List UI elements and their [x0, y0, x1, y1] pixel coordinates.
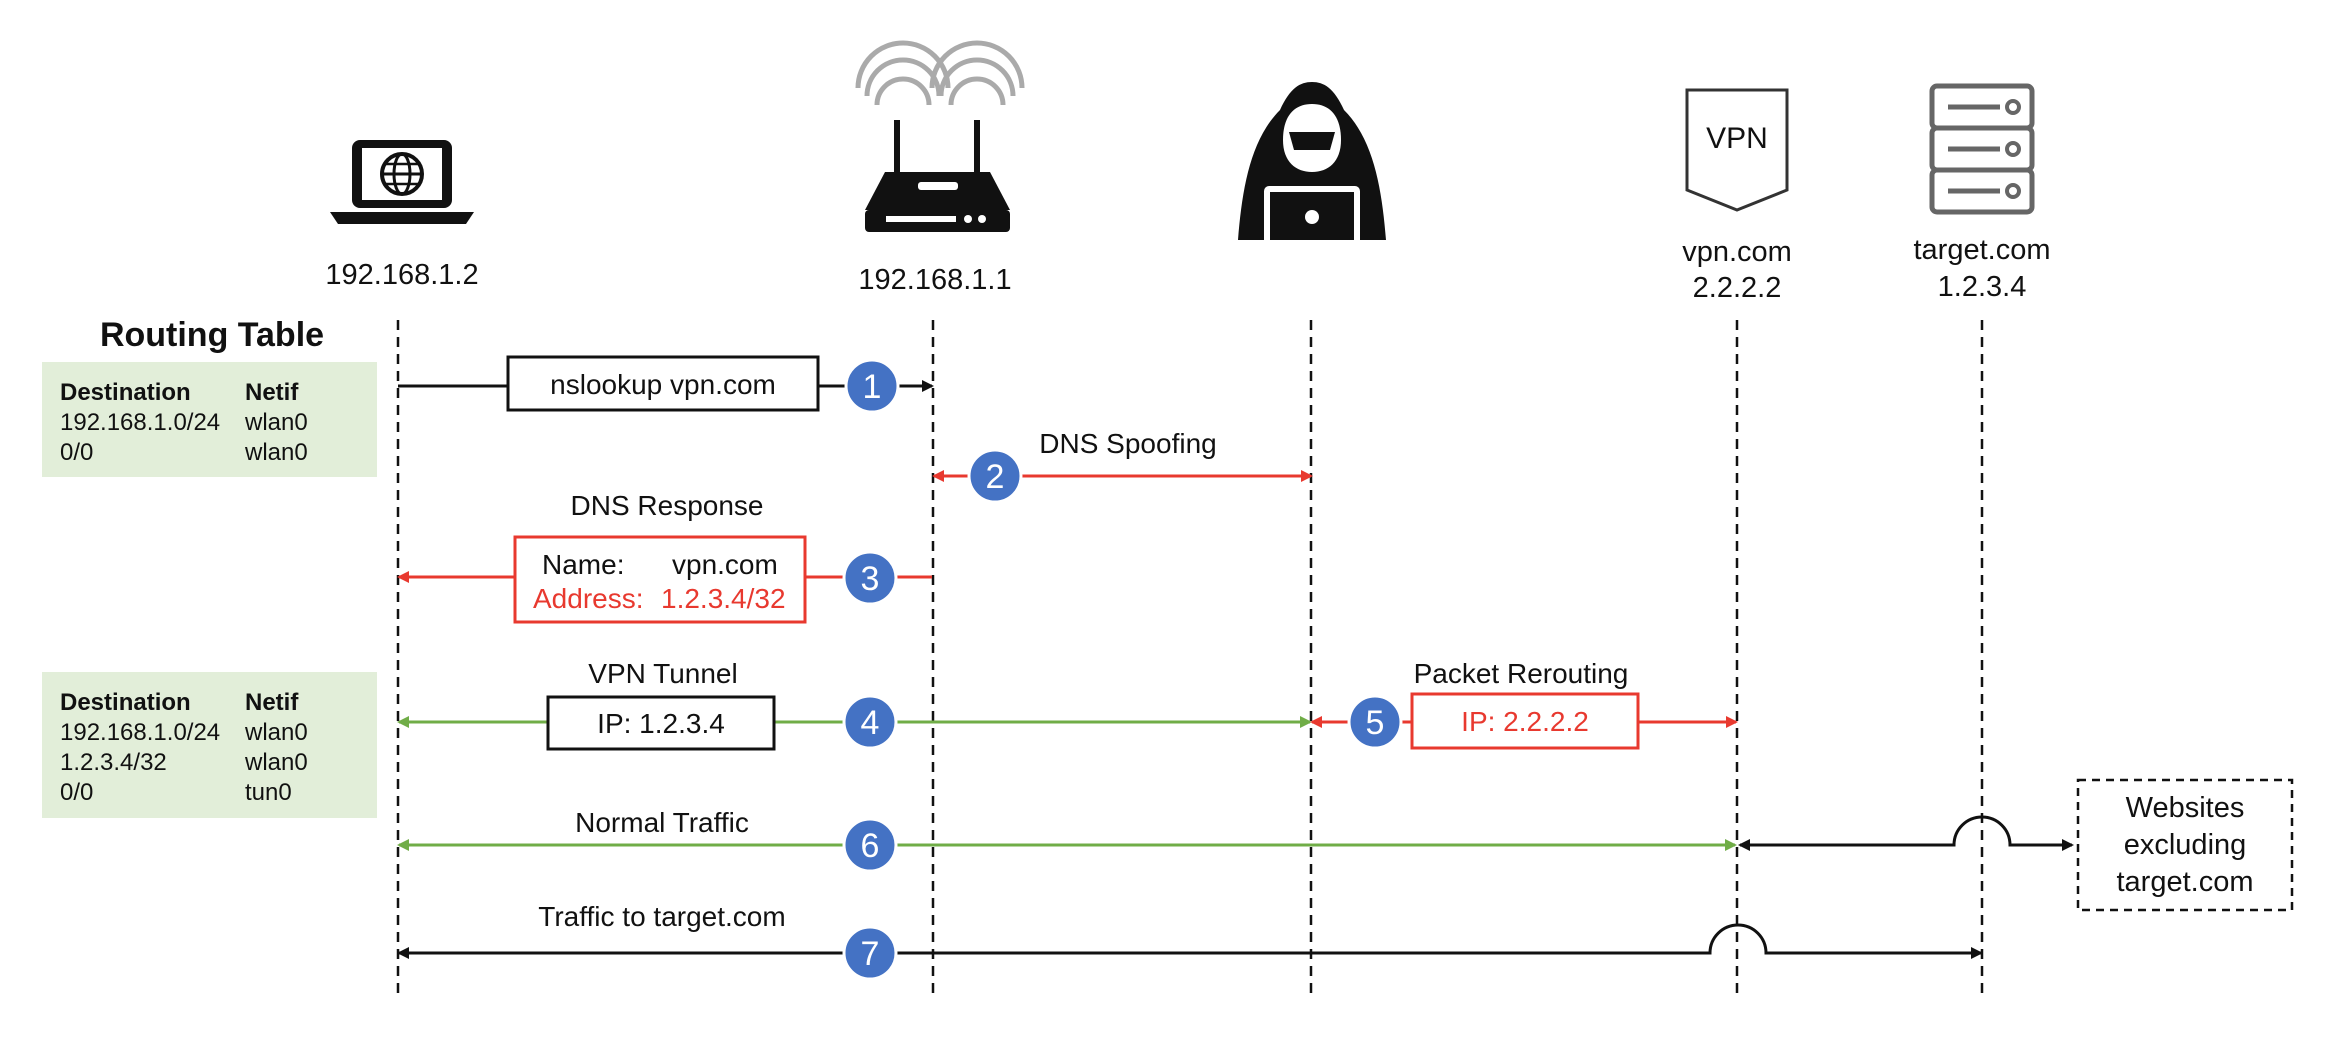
step3-badge: 3 — [842, 550, 898, 606]
step3-number: 3 — [861, 560, 880, 598]
table2-row2-netif: wlan0 — [244, 749, 308, 776]
step4-number: 4 — [861, 704, 880, 742]
table2-row3-destination: 0/0 — [60, 779, 93, 806]
step6-label: Normal Traffic — [575, 807, 749, 838]
routing-table-2: Destination Netif 192.168.1.0/24 wlan0 1… — [42, 672, 377, 818]
step2-label: DNS Spoofing — [1039, 428, 1216, 459]
vpn-badge-text: VPN — [1706, 122, 1768, 155]
step3-address-value: 1.2.3.4/32 — [661, 583, 786, 614]
websites-line2: excluding — [2124, 829, 2247, 861]
router-icon — [855, 40, 1025, 232]
step3-address-key: Address: — [533, 583, 644, 614]
target-name-label: target.com — [1914, 234, 2051, 266]
step2-badge: 2 — [967, 448, 1023, 504]
websites-excluding-box: Websites excluding target.com — [2076, 778, 2294, 912]
step1-badge: 1 — [844, 358, 900, 414]
step5-number: 5 — [1366, 704, 1385, 742]
step3-name-value: vpn.com — [672, 549, 778, 580]
target-ip-label: 1.2.3.4 — [1938, 271, 2027, 303]
table2-header-netif: Netif — [245, 689, 299, 716]
step5-label: Packet Rerouting — [1414, 658, 1629, 689]
step3-label: DNS Response — [571, 490, 764, 521]
step4-label: VPN Tunnel — [588, 658, 737, 689]
step4-box-text: IP: 1.2.3.4 — [597, 708, 725, 739]
table2-row3-netif: tun0 — [245, 779, 292, 806]
websites-line1: Websites — [2126, 792, 2245, 824]
websites-line3: target.com — [2117, 866, 2254, 898]
step3-dns-response-arrow: DNS Response Name: vpn.com Address: 1.2.… — [397, 490, 932, 624]
step7-badge: 7 — [842, 925, 898, 981]
step1-box-text: nslookup vpn.com — [550, 369, 776, 400]
vpn-name-label: vpn.com — [1682, 236, 1792, 268]
table2-header-destination: Destination — [60, 689, 191, 716]
client-ip-label: 192.168.1.2 — [325, 259, 478, 291]
step6-external-arrow — [1738, 815, 2074, 851]
routing-table-1: Destination Netif 192.168.1.0/24 wlan0 0… — [42, 362, 377, 477]
step5-box-text: IP: 2.2.2.2 — [1461, 706, 1589, 737]
table1-header-netif: Netif — [245, 379, 299, 406]
step5-badge: 5 — [1347, 694, 1403, 750]
step6-normal-traffic-arrow: Normal Traffic — [397, 807, 2074, 851]
table1-header-destination: Destination — [60, 379, 191, 406]
step7-number: 7 — [861, 935, 880, 973]
router-ip-label: 192.168.1.1 — [858, 264, 1011, 296]
table1-row2-netif: wlan0 — [244, 439, 308, 466]
vpn-ip-label: 2.2.2.2 — [1693, 272, 1782, 304]
table1-row1-destination: 192.168.1.0/24 — [60, 409, 220, 436]
table2-row1-destination: 192.168.1.0/24 — [60, 719, 220, 746]
step6-number: 6 — [861, 827, 880, 865]
table2-row1-netif: wlan0 — [244, 719, 308, 746]
step7-traffic-to-target-arrow: Traffic to target.com — [397, 901, 1983, 959]
laptop-icon — [330, 140, 474, 224]
table2-row2-destination: 1.2.3.4/32 — [60, 749, 167, 776]
step7-label: Traffic to target.com — [538, 901, 785, 932]
step1-number: 1 — [863, 368, 882, 406]
table1-row1-netif: wlan0 — [244, 409, 308, 436]
step2-number: 2 — [986, 458, 1005, 496]
table1-row2-destination: 0/0 — [60, 439, 93, 466]
hacker-icon — [1238, 82, 1386, 246]
step4-badge: 4 — [842, 694, 898, 750]
server-icon — [1929, 83, 2035, 215]
routing-table-title: Routing Table — [100, 316, 324, 354]
step1-nslookup-arrow: nslookup vpn.com — [398, 355, 934, 412]
step3-name-key: Name: — [542, 549, 624, 580]
step6-badge: 6 — [842, 817, 898, 873]
vpn-shield-icon: VPN — [1685, 88, 1789, 212]
